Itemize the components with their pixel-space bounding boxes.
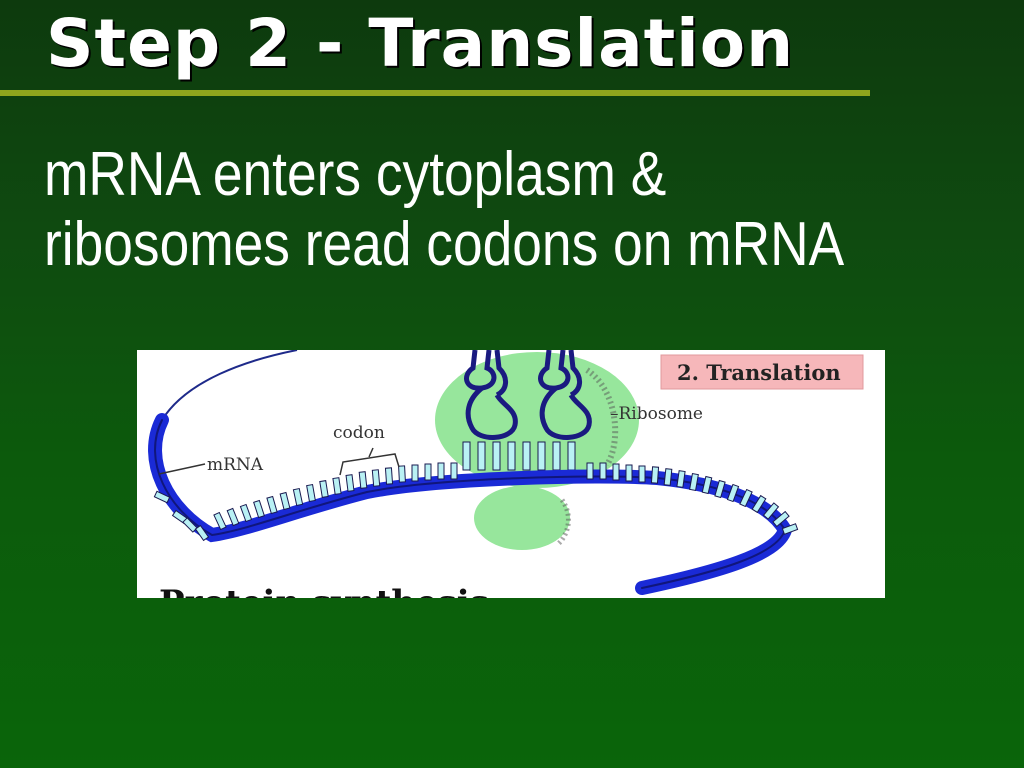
translation-badge (660, 354, 864, 390)
diagram-svg: codon mRNA –Ribosome 2. Translation Prot… (148, 350, 864, 598)
codon-bracket-pointer (368, 447, 374, 458)
translation-badge-label: 2. Translation (677, 360, 841, 385)
ribosome-shading (585, 367, 619, 467)
trna-left (464, 350, 518, 440)
body-line-1: mRNA enters cytoplasm & (44, 140, 667, 209)
slide-title: Step 2 - Translation (46, 5, 795, 82)
mrna-bases (153, 462, 799, 542)
ribosome-small-subunit (474, 486, 570, 550)
bottom-caption: Protein synthesis (159, 583, 489, 598)
codon-label: codon (333, 423, 385, 443)
ribosome-small-shading (555, 498, 571, 547)
body-text: mRNA enters cytoplasm & ribosomes read c… (44, 140, 844, 280)
mrna-label-line (158, 463, 206, 475)
ribosome-base-pegs (462, 441, 576, 471)
mrna-strand-top (161, 350, 298, 421)
trna-right (538, 350, 592, 440)
translation-diagram: codon mRNA –Ribosome 2. Translation Prot… (137, 350, 885, 598)
mrna-backbone-outline (154, 419, 787, 589)
body-line-2: ribosomes read codons on mRNA (44, 210, 845, 280)
mrna-label: mRNA (207, 455, 264, 475)
codon-bracket (339, 453, 400, 476)
title-underline (0, 90, 870, 96)
ribosome-label: –Ribosome (610, 404, 703, 424)
